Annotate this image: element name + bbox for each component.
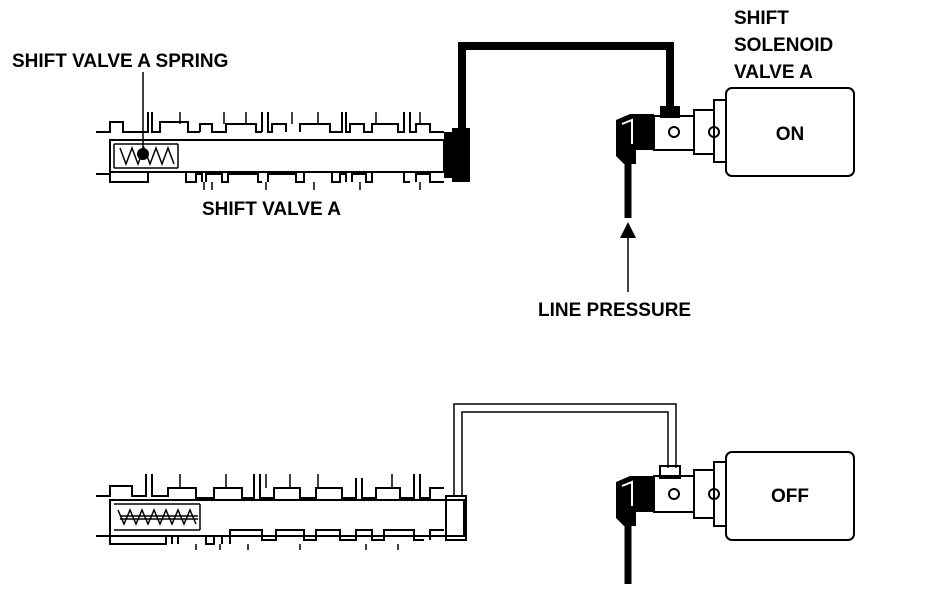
valve-a-body-top xyxy=(96,112,470,190)
off-state-assembly xyxy=(96,403,855,584)
solenoid-valve-top xyxy=(616,87,855,177)
pressure-line-bottom-inner xyxy=(461,411,669,496)
solenoid-state-off: OFF xyxy=(771,486,809,507)
pressure-line-top xyxy=(458,42,674,130)
solenoid-label-line2: SOLENOID xyxy=(734,35,833,56)
solenoid-label-line1: SHIFT xyxy=(734,8,789,29)
solenoid-state-on: ON xyxy=(776,124,805,145)
spring-pointer-dot xyxy=(137,148,149,160)
shift-valve-a-spring-label: SHIFT VALVE A SPRING xyxy=(12,51,228,72)
shift-valve-a-label: SHIFT VALVE A xyxy=(202,199,341,220)
arrow-head-up xyxy=(620,222,636,238)
pressure-line-bottom-outer xyxy=(453,403,677,496)
solenoid-valve-bottom xyxy=(616,451,855,541)
solenoid-label-line3: VALVE A xyxy=(734,62,813,83)
on-state-assembly xyxy=(96,42,855,292)
valve-a-body-bottom xyxy=(96,474,467,550)
line-pressure-label: LINE PRESSURE xyxy=(538,300,691,321)
